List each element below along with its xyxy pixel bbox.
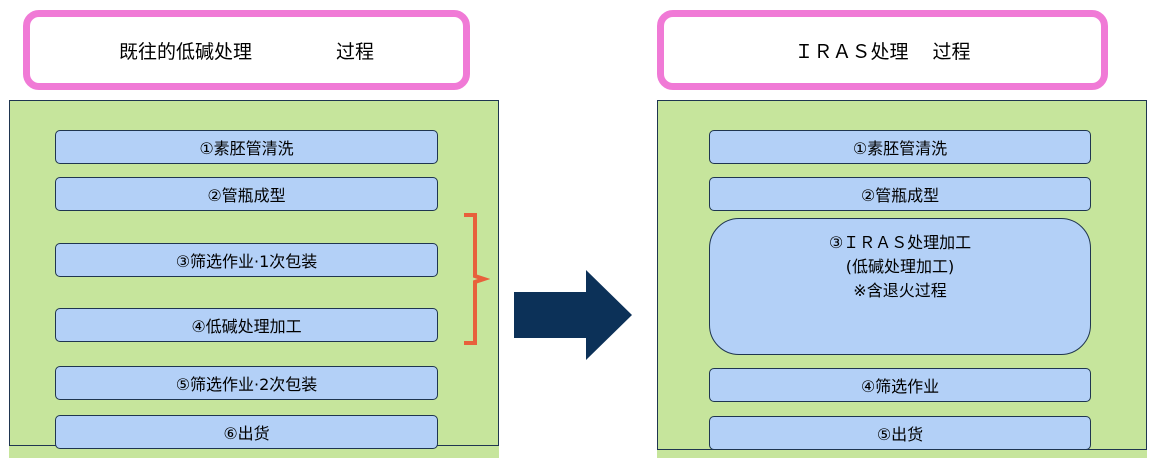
left-step-2: ②管瓶成型	[55, 177, 438, 211]
right-step-1: ①素胚管清洗	[709, 130, 1091, 164]
right-step-2: ②管瓶成型	[709, 177, 1091, 211]
right-step-5: ⑤出货	[709, 416, 1091, 450]
left-title-suffix: 过程	[336, 40, 375, 63]
right-title-text: ＩＲＡＳ处理	[794, 40, 909, 63]
right-step-4: ④筛选作业	[709, 368, 1091, 402]
left-title-text: 既往的低碱处理	[118, 40, 252, 63]
right-arrow-icon	[514, 270, 632, 360]
left-title-box: 既往的低碱处理 过程	[23, 10, 470, 90]
left-panel-shadow	[9, 446, 499, 458]
left-step-1: ①素胚管清洗	[55, 130, 438, 164]
right-panel-shadow	[657, 450, 1147, 458]
right-step-3: ③ＩＲＡＳ处理加工 (低碱处理加工) ※含退火过程	[709, 218, 1091, 355]
left-step-4: ④低碱处理加工	[55, 308, 438, 342]
right-step-3-line-3: ※含退火过程	[853, 281, 947, 300]
right-title-box: ＩＲＡＳ处理 过程	[657, 10, 1108, 90]
left-step-5: ⑤筛选作业·2次包装	[55, 366, 438, 400]
right-title-suffix: 过程	[932, 40, 971, 63]
right-step-3-line-2: (低碱处理加工)	[845, 257, 955, 276]
left-step-3: ③筛选作业·1次包装	[55, 243, 438, 277]
right-step-3-line-1: ③ＩＲＡＳ处理加工	[828, 233, 972, 252]
right-curly-bracket-icon	[464, 213, 490, 345]
left-step-6: ⑥出货	[55, 415, 438, 449]
